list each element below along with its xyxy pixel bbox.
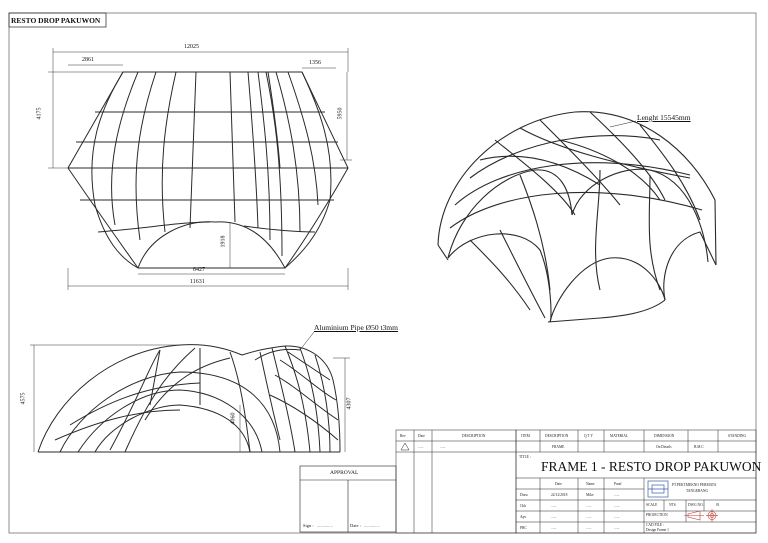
approval-sign-line: .............. — [317, 523, 333, 528]
item-header-item: ITEM — [521, 434, 530, 438]
rev-header-rev: Rev — [400, 434, 406, 438]
sig-header-name: Name — [586, 482, 595, 486]
pipe-leader — [299, 331, 315, 351]
item-row-dimension: On Details — [656, 445, 672, 449]
sheet-title: RESTO DROP PAKUWON — [11, 16, 101, 25]
sig-role-chk: Chk — [520, 504, 526, 508]
title-block — [515, 429, 757, 534]
revision-block — [395, 429, 517, 534]
rev-header-date: Date — [418, 434, 425, 438]
dwg-value: 01 — [716, 503, 720, 507]
cad-label: CAD FILE : — [646, 523, 664, 527]
sig-paraf-chk: ...... — [614, 504, 620, 508]
scale-label: SCALE — [646, 503, 658, 507]
approval-sign-label: Sign : — [303, 523, 314, 528]
sheet-border — [8, 12, 757, 534]
side-view — [37, 344, 341, 453]
length-annotation: Lenght 15545mm — [637, 113, 691, 122]
sig-paraf-prc: ...... — [614, 526, 620, 530]
sig-date-prc: ...... — [551, 526, 557, 530]
scale-value: NTS — [669, 503, 676, 507]
sig-header-paraf: Paraf — [614, 482, 622, 486]
sig-role-prc: PRC — [520, 526, 527, 530]
top-view — [67, 71, 349, 269]
rev-row-description: ...... — [440, 445, 446, 449]
item-header-standing: STANDING — [728, 434, 747, 438]
title-label: TITLE : — [519, 455, 531, 459]
approval-date-label: Date : — [350, 523, 361, 528]
rev-header-description: DESCRIPTION — [462, 434, 486, 438]
sig-paraf-apv: ...... — [614, 515, 620, 519]
projection-label: PROJECTION — [646, 513, 668, 517]
sig-date-apv: ...... — [551, 515, 557, 519]
company-line1: PT.PEKTMEKNO PERMATA — [672, 483, 717, 487]
dim-base-width: 11631 — [190, 279, 205, 285]
revision-triangle-icon — [400, 442, 410, 451]
sig-date-chk: ...... — [551, 504, 557, 508]
dim-overall-width: 12025 — [184, 44, 199, 50]
cad-value: Design Frame 1 — [646, 528, 669, 532]
length-leader — [609, 120, 637, 128]
dim-arch-height: 1918 — [220, 235, 227, 248]
dwg-label: DWG NO. — [688, 503, 704, 507]
sig-header-date: Date — [555, 482, 562, 486]
dim-right-height: 5950 — [337, 107, 344, 120]
top-view-dimensions — [48, 48, 352, 290]
main-title: FRAME 1 - RESTO DROP PAKUWON — [541, 459, 762, 474]
projection-symbol-icon — [684, 509, 718, 522]
item-row-description: FRAME — [552, 445, 565, 449]
sig-name-apv: ...... — [586, 515, 592, 519]
sig-name-draw: Mike — [586, 493, 594, 497]
dim-right-offset: 1356 — [309, 60, 321, 66]
sig-date-draw: 22/12/2018 — [551, 493, 568, 497]
item-header-qty: Q T Y — [584, 434, 593, 438]
company-line2: TANGERANG — [686, 489, 709, 493]
dim-left-height: 4175 — [36, 107, 43, 120]
rev-row-date: ...... — [418, 445, 424, 449]
item-header-description: DESCRIPTION — [545, 434, 569, 438]
sig-role-draw: Draw — [520, 493, 528, 497]
company-logo-icon — [647, 480, 669, 498]
sig-paraf-draw: ...... — [614, 493, 620, 497]
item-row-bmc: B.M.C — [694, 445, 704, 449]
approval-date-line: .............. — [364, 523, 380, 528]
sig-role-apv: Apv — [520, 515, 527, 519]
item-header-material: MATERIAL — [610, 434, 629, 438]
sig-name-chk: ...... — [586, 504, 592, 508]
side-view-dimensions — [30, 344, 350, 452]
dim-left-offset: 2861 — [82, 57, 94, 63]
dim-side-right-height: 4307 — [346, 397, 353, 410]
title-tab — [8, 12, 107, 28]
pipe-annotation: Aluminium Pipe Ø50 t3mm — [314, 323, 398, 332]
approval-title: APPROVAL — [330, 470, 359, 476]
dim-side-left-height: 4575 — [20, 392, 27, 405]
item-header-dimension: DIMENSION — [654, 434, 675, 438]
isometric-view — [437, 111, 717, 323]
dim-side-inner-height: 4060 — [230, 412, 237, 425]
sig-name-prc: ...... — [586, 526, 592, 530]
dim-arch-width: 6427 — [193, 267, 205, 273]
